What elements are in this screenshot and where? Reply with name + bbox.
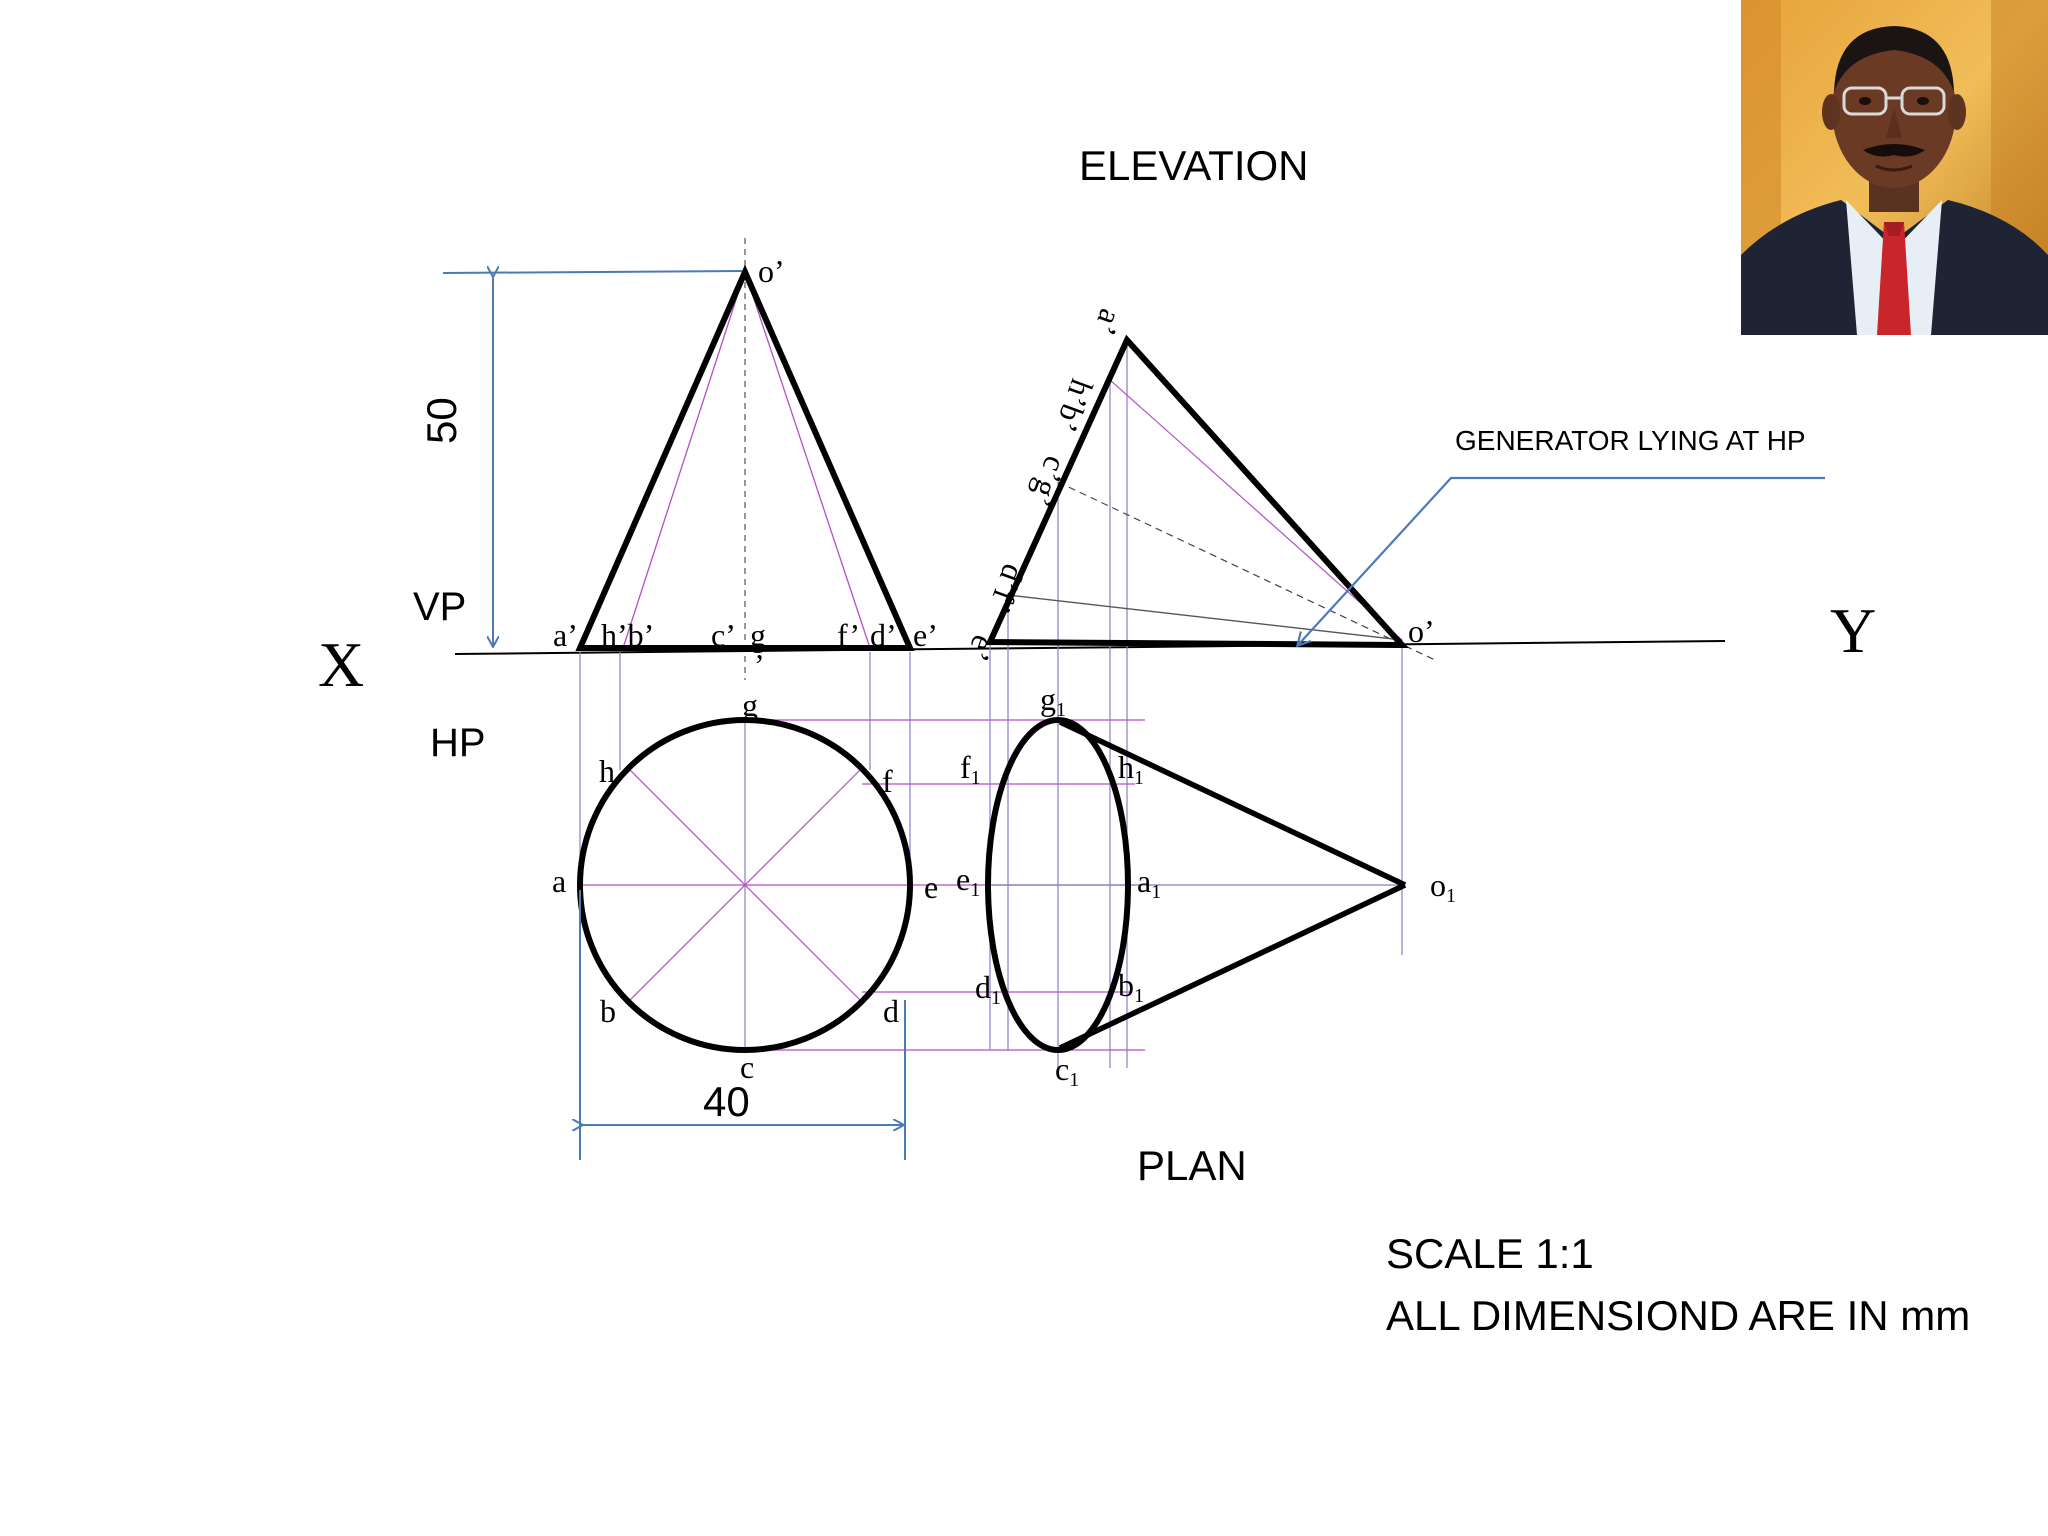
label-d: d’ xyxy=(870,617,897,653)
leader-line xyxy=(1298,476,1825,645)
generator-line xyxy=(744,271,871,649)
label-b1: b1 xyxy=(1118,967,1144,1007)
label-d: d xyxy=(883,993,899,1029)
label-b: b xyxy=(600,993,616,1029)
label-e1: e1 xyxy=(956,861,980,901)
label-f1: f1 xyxy=(960,749,981,789)
tangent-line xyxy=(1058,882,1407,1051)
generator-line xyxy=(1007,594,1403,641)
generator-line xyxy=(1109,379,1403,641)
plan-labels: g h f a e b d c xyxy=(552,687,938,1085)
label-apex: o’ xyxy=(758,253,785,289)
label-f: f xyxy=(882,763,893,799)
label-a: a xyxy=(552,863,566,899)
xy-reference-line xyxy=(454,640,1726,655)
label-c: c xyxy=(740,1049,754,1085)
elevation-labels: o’ a’ h’b’ c’ g ’ f’ d’ e’ xyxy=(553,253,938,683)
label-f: f’ xyxy=(837,617,860,653)
label-a: a’ xyxy=(553,617,578,653)
label-a1: a1 xyxy=(1137,863,1161,903)
tilted-plan-labels: g1 f1 h1 e1 a1 o1 d1 b1 c1 xyxy=(956,681,1456,1091)
upright-cone-elevation xyxy=(575,238,915,680)
extension-line xyxy=(442,270,743,274)
label-a: a’ xyxy=(1087,305,1129,341)
base-circle xyxy=(577,717,913,1053)
height-dimension: 50 xyxy=(418,270,743,646)
label-apex: o’ xyxy=(1408,613,1435,649)
plan-title: PLAN xyxy=(1137,1142,1247,1189)
label-c1: c1 xyxy=(1055,1051,1079,1091)
label-g-comma: ’ xyxy=(754,647,765,683)
label-o1: o1 xyxy=(1430,867,1456,907)
label-g: g xyxy=(742,687,758,723)
generator-line xyxy=(1057,481,1436,661)
generator-line xyxy=(622,271,746,649)
vp-label: VP xyxy=(413,585,466,629)
scale-note: SCALE 1:1 xyxy=(1386,1230,1594,1277)
tilted-elevation-labels: a’ h’b’ c’g’ d’f’ e’ o’ xyxy=(960,305,1435,667)
label-d1: d1 xyxy=(975,969,1001,1009)
label-g: g xyxy=(750,617,766,653)
diameter-line xyxy=(627,767,863,1003)
label-e: e’ xyxy=(913,617,938,653)
hp-label: HP xyxy=(430,721,486,765)
units-note: ALL DIMENSIOND ARE IN mm xyxy=(1386,1292,1970,1339)
label-cg: c’g’ xyxy=(1023,452,1074,513)
label-h: h xyxy=(599,753,615,789)
label-e: e xyxy=(924,869,938,905)
x-label: X xyxy=(318,629,364,700)
generator-annotation: GENERATOR LYING AT HP xyxy=(1298,425,1825,645)
label-c: c’ xyxy=(711,617,736,653)
y-label: Y xyxy=(1830,595,1876,666)
diameter-dimension: 40 xyxy=(580,890,906,1160)
tilted-cone-elevation xyxy=(985,334,1436,1068)
annotation-text: GENERATOR LYING AT HP xyxy=(1455,425,1806,456)
height-value: 50 xyxy=(418,397,465,444)
presenter-photo xyxy=(1741,0,2048,335)
tilted-cone-plan xyxy=(985,717,1407,1053)
tangent-line xyxy=(1058,719,1407,888)
label-hb: h’b’ xyxy=(1048,375,1100,437)
cone-outline xyxy=(575,264,915,651)
label-g1: g1 xyxy=(1040,681,1066,721)
label-h1: h1 xyxy=(1118,749,1144,789)
elevation-title: ELEVATION xyxy=(1079,142,1309,189)
diameter-value: 40 xyxy=(703,1078,750,1125)
tilted-cone-outline xyxy=(985,334,1409,649)
label-df: d’f’ xyxy=(981,560,1032,619)
base-ellipse xyxy=(985,717,1131,1053)
label-hb: h’b’ xyxy=(601,617,654,653)
